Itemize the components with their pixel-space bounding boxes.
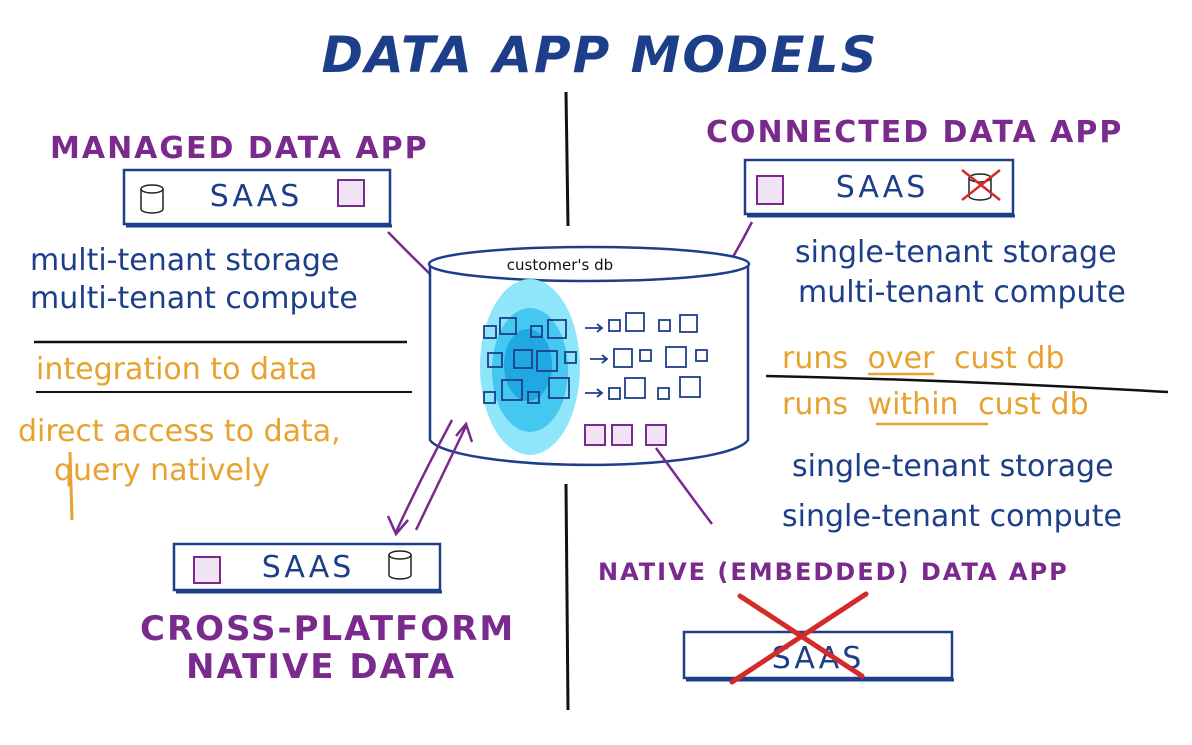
connected-heading: CONNECTED DATA APP: [706, 115, 1123, 150]
orange-stroke: [68, 451, 74, 521]
data-blob: [480, 279, 580, 455]
runs-over-suffix: cust db: [954, 341, 1065, 376]
data-squares: [483, 312, 708, 404]
runs-over-prefix: runs: [782, 341, 848, 376]
managed-access-line2: query natively: [54, 453, 270, 488]
connected-saas-box: SAAS: [743, 158, 1015, 218]
connected-compute: multi-tenant compute: [798, 275, 1126, 310]
native-saas-box: SAAS: [682, 591, 954, 685]
native-heading: NATIVE (EMBEDDED) DATA APP: [598, 558, 1069, 586]
sync-arrows: [386, 419, 474, 537]
database-icon: [140, 184, 164, 214]
managed-access-line1: direct access to data,: [18, 414, 341, 449]
app-square-icon: [193, 556, 221, 584]
customer-db: customer's db: [427, 245, 751, 467]
managed-compute: multi-tenant compute: [30, 281, 358, 316]
native-compute: single-tenant compute: [782, 499, 1122, 534]
cross-platform-saas-label: SAAS: [262, 550, 355, 585]
runs-within-line: runs within cust db: [782, 387, 1089, 422]
database-icon: [388, 550, 412, 580]
managed-saas-box: SAAS: [122, 168, 392, 228]
managed-heading: MANAGED DATA APP: [50, 131, 429, 166]
red-cross-out: [729, 591, 869, 685]
connected-storage: single-tenant storage: [795, 235, 1117, 270]
runs-within-prefix: runs: [782, 387, 848, 422]
db-label: customer's db: [507, 256, 613, 274]
connected-saas-label: SAAS: [836, 170, 929, 205]
managed-storage: multi-tenant storage: [30, 243, 339, 278]
managed-integration: integration to data: [36, 352, 318, 387]
managed-saas-label: SAAS: [210, 179, 303, 214]
divider-bottom: [564, 483, 570, 711]
cross-platform-saas-box: SAAS: [172, 542, 442, 594]
app-square-icon: [756, 175, 784, 205]
cross-platform-line1: CROSS-PLATFORM: [140, 609, 515, 649]
app-square-icon: [337, 179, 365, 207]
crossed-database-icon: [961, 169, 1001, 201]
divider-top: [564, 91, 570, 227]
native-storage: single-tenant storage: [792, 449, 1114, 484]
flow-arrows: [585, 323, 609, 398]
runs-within-suffix: cust db: [978, 387, 1089, 422]
native-connector: [654, 447, 713, 525]
embedded-app-squares: [584, 424, 667, 446]
runs-over-line: runs over cust db: [782, 341, 1065, 376]
diagram-title: DATA APP MODELS: [322, 26, 879, 84]
runs-within-keyword: within: [868, 387, 959, 422]
runs-over-keyword: over: [868, 341, 936, 376]
cross-platform-line2: NATIVE DATA: [186, 647, 456, 687]
connected-separator: [765, 374, 1169, 394]
